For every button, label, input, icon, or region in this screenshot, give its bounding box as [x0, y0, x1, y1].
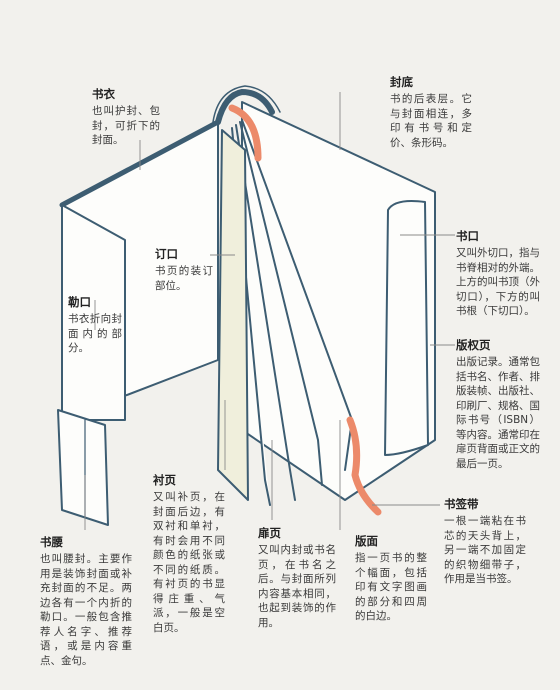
label-desc: 指一页书的整个幅面，包括印有文字图画的部分和四周的白边。: [355, 552, 427, 622]
page-2: [239, 121, 323, 486]
label-title: 书衣: [92, 87, 115, 101]
label-title: 衬页: [153, 473, 176, 487]
label-desc: 出版记录。通常包括书名、作者、排版装帧、出版社、印刷厂、规格、国际书号（ISBN…: [456, 356, 540, 470]
label-title: 订口: [155, 247, 178, 261]
label-shuqiandai: 书签带 一根一端粘在书芯的天头背上，另一端不加固定的织物细带子，作用是当书签。: [444, 496, 526, 587]
label-title: 书腰: [40, 535, 63, 549]
spine: [215, 89, 275, 125]
label-desc: 又叫补页，在封面后边，有双衬和单衬，有时会用不同颜色的纸张或不同的纸质。有衬页的…: [153, 491, 225, 634]
label-dingkou: 订口 书页的装订部位。: [155, 246, 213, 293]
label-title: 扉页: [258, 526, 281, 540]
label-desc: 书的后表层。它与封面相连，多印有书号和定价、条形码。: [390, 93, 472, 149]
label-feiye: 扉页 又叫内封或书名页，在书名之后。与封面所列内容基本相同，也起到装饰的作用。: [258, 525, 336, 630]
bookmark-ribbon-top: [228, 104, 262, 162]
label-lekou: 勒口 书衣折向封面内的部分。: [68, 294, 122, 356]
label-desc: 又叫外切口，指与书脊相对的外端。上方的叫书顶（外切口），下方的叫书根（下切口）。: [456, 247, 540, 317]
label-title: 封底: [390, 75, 413, 89]
label-banmian: 版面 指一页书的整个幅面，包括印有文字图画的部分和四周的白边。: [355, 533, 427, 624]
label-desc: 书页的装订部位。: [155, 265, 213, 292]
label-title: 版权页: [456, 338, 491, 352]
bookmark-ribbon-bottom: [346, 416, 382, 516]
label-desc: 也叫护封、包封，可折下的封面。: [92, 105, 160, 146]
label-shuyao: 书腰 也叫腰封。主要作用是装饰封面或补充封面的不足。两边各有一个内折的勒口。一般…: [40, 534, 132, 668]
front-flap: [61, 204, 126, 421]
back-cover-fore-edge: [384, 200, 429, 456]
label-shuyi: 书衣 也叫护封、包封，可折下的封面。: [92, 86, 160, 148]
label-title: 书口: [456, 229, 479, 243]
label-fengdi: 封底 书的后表层。它与封面相连，多印有书号和定价、条形码。: [390, 74, 472, 150]
page-3: [235, 124, 296, 501]
label-desc: 也叫腰封。主要作用是装饰封面或补充封面的不足。两边各有一个内折的勒口。一般包含推…: [40, 553, 132, 667]
label-shukou: 书口 又叫外切口，指与书脊相对的外端。上方的叫书顶（外切口），下方的叫书根（下切…: [456, 228, 540, 319]
belly-band: [57, 409, 109, 526]
endpaper: [217, 129, 249, 501]
label-title: 书签带: [444, 497, 479, 511]
label-title: 勒口: [68, 295, 91, 309]
label-title: 版面: [355, 534, 378, 548]
label-desc: 一根一端粘在书芯的天头背上，另一端不加固定的织物细带子，作用是当书签。: [444, 515, 526, 585]
label-banquanye: 版权页 出版记录。通常包括书名、作者、排版装帧、出版社、印刷厂、规格、国际书号（…: [456, 337, 540, 471]
label-desc: 又叫内封或书名页，在书名之后。与封面所列内容基本相同，也起到装饰的作用。: [258, 544, 336, 629]
label-chenye: 衬页 又叫补页，在封面后边，有双衬和单衬，有时会用不同颜色的纸张或不同的纸质。有…: [153, 472, 225, 635]
label-desc: 书衣折向封面内的部分。: [68, 313, 122, 354]
